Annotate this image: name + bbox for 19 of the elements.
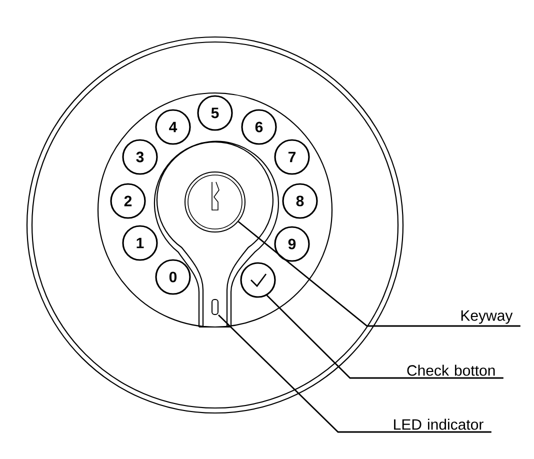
number-button: 7 — [274, 139, 310, 175]
callout-label: Check botton — [407, 364, 495, 376]
leader-line — [266, 294, 504, 379]
leader-line — [238, 221, 520, 327]
callout-label: Keyway — [461, 310, 513, 324]
number-button: 0 — [155, 259, 191, 295]
number-button: 5 — [197, 95, 233, 131]
number-button: 6 — [241, 109, 277, 145]
led-indicator — [212, 299, 218, 315]
keyway — [184, 172, 246, 232]
number-button: 8 — [282, 183, 318, 219]
callout-label: LED indicator — [394, 418, 484, 430]
check-button — [240, 262, 276, 298]
number-button: 2 — [110, 183, 146, 219]
number-button: 1 — [122, 225, 158, 261]
number-button: 3 — [122, 139, 158, 175]
number-button: 4 — [155, 109, 191, 145]
leader-line — [218, 314, 492, 433]
number-button: 9 — [274, 226, 310, 262]
